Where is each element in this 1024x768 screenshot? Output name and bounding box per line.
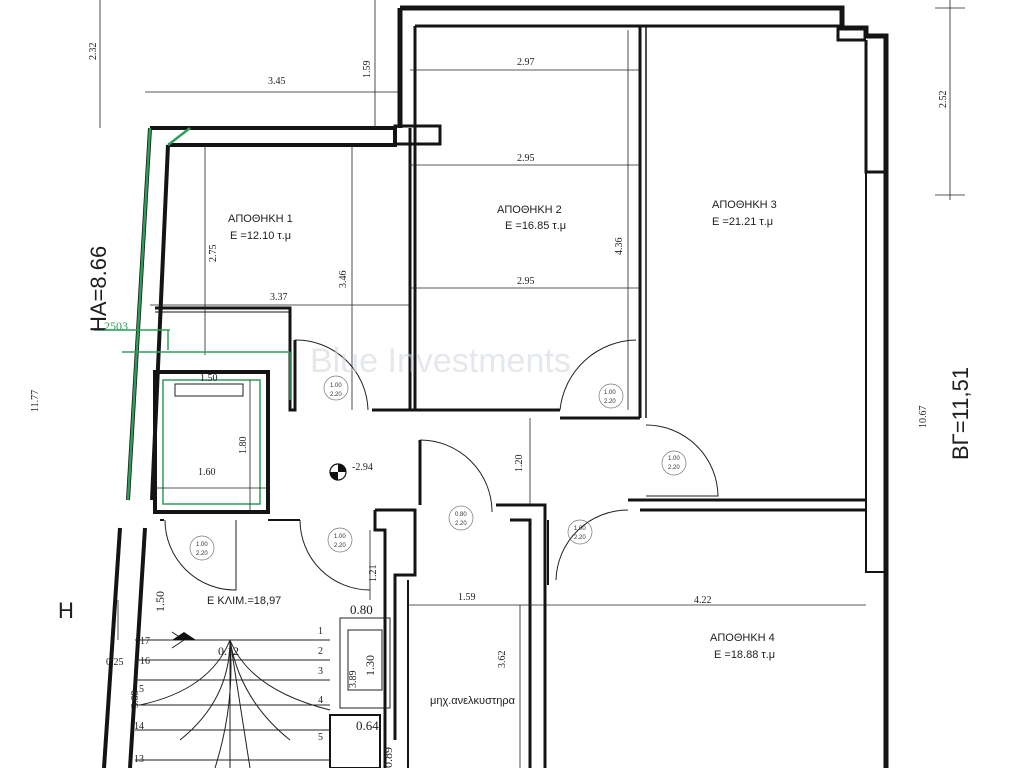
dim-label: 3.46 [338,271,349,289]
door-tag: 1.00 [334,534,346,540]
door-tag: 2.20 [455,521,467,527]
boundary-code: 2503 [104,319,128,333]
dim-label: 3.45 [268,76,286,87]
step-number: 4 [318,695,323,706]
dim-label: 3.37 [270,292,288,303]
dim-label: 11.77 [30,390,41,412]
room1-name: ΑΠΟΘΗΚΗ 1 [228,213,293,225]
dim-label: 0.12 [218,644,239,658]
boundary-marks [94,329,291,400]
dim-label: 2.52 [938,91,949,109]
dim-label: 0.89 [381,747,395,768]
step-number: 13 [134,754,144,765]
level-text: -2.94 [352,462,373,473]
room4-name: ΑΠΟΘΗΚΗ 4 [710,632,775,644]
dim-label: 4.22 [694,595,712,606]
stair-area: Ε ΚΛΙΜ.=18,97 [207,595,281,607]
door-tag: 1.00 [330,383,342,389]
dim-label: 2.95 [517,153,535,164]
step-number: 3 [318,666,323,677]
room4-area: Ε =18.88 τ.μ [714,649,775,661]
door-tag: 2.20 [334,543,346,549]
door-tag: 2.20 [574,535,586,541]
door-tag: 2.20 [330,392,342,398]
door-tag: 2.20 [196,551,208,557]
stair-numbers: 1 2 3 4 5 13 14 15 16 17 [134,626,323,765]
boundary-vg: ΒΓ=11,51 [948,367,973,460]
step-number: 17 [140,636,150,647]
step-number: 2 [318,646,323,657]
room3-name: ΑΠΟΘΗΚΗ 3 [712,199,777,211]
step-number: 1 [318,626,323,637]
door-tag: 2.20 [604,399,616,405]
dim-label: 0.80 [350,602,373,617]
dim-label: 1.59 [458,592,476,603]
dim-label: 1.80 [238,437,249,455]
level-marker [329,463,347,481]
room2-area: Ε =16.85 τ.μ [505,220,566,232]
door-tag: 2.20 [668,465,680,471]
dim-label: 1.30 [363,655,377,676]
dimension-lines [99,0,965,768]
door-tag: 1.00 [668,456,680,462]
dim-label: 1.20 [514,455,525,473]
lift-machine-label: μηχ.ανελκυστηρα [430,695,516,707]
watermark: Blue Investments [310,342,571,380]
dim-label: 1.50 [200,373,218,384]
dim-label: 1.21 [368,565,379,583]
room2-name: ΑΠΟΘΗΚΗ 2 [497,204,562,216]
dim-label: 1.50 [153,591,167,612]
dim-label: 3.62 [497,651,508,669]
boundary-ha: ΗΑ=8.66 [86,246,111,332]
room1-area: Ε =12.10 τ.μ [230,230,291,242]
step-number: 16 [140,656,150,667]
doors [164,339,719,591]
door-tag: 0.80 [455,512,467,518]
dim-label: 3.89 [130,691,141,709]
dim-label: 3.89 [348,671,359,689]
dim-label: 2.32 [88,43,99,61]
door-tag: 1.00 [196,542,208,548]
door-symbols: 1.00 2.20 1.00 2.20 1.00 2.20 0.80 2.20 … [189,375,687,561]
step-number: 15 [134,684,144,695]
door-tag: 1.00 [574,526,586,532]
dim-label: 2.75 [208,245,219,263]
dim-label: 1.60 [198,467,216,478]
dim-label: 10.67 [918,406,929,429]
walls [102,5,889,768]
dim-label: 1.59 [362,61,373,79]
dim-label: 4.36 [614,238,625,256]
dim-label: 0.25 [106,657,124,668]
door-tag: 1.00 [604,390,616,396]
dim-label: 0.64 [356,718,379,733]
staircase [135,631,331,768]
dim-label: 2.97 [517,57,535,68]
room3-area: Ε =21.21 τ.μ [712,216,773,228]
step-number: 14 [134,721,144,732]
corner-h: Η [58,598,74,623]
dimension-labels: 2.32 3.45 1.59 2.97 2.52 2.95 2.75 3.46 … [30,43,949,768]
step-number: 5 [318,732,323,743]
dim-label: 2.95 [517,276,535,287]
